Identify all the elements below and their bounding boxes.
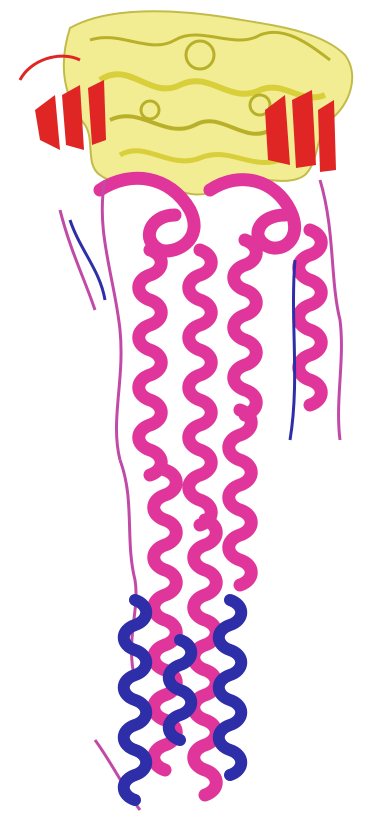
- protein-structure-figure: [0, 0, 367, 825]
- protein-ribbon-illustration: [0, 0, 367, 825]
